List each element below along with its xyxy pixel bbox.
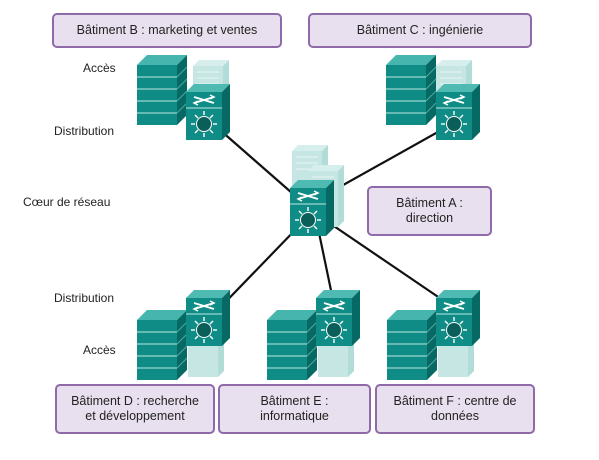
access-switch-icon (386, 309, 438, 381)
core-devices (289, 144, 345, 237)
building-d-devices (136, 289, 231, 381)
building-e-label: Bâtiment E : informatique (218, 384, 371, 434)
building-b-devices (136, 54, 231, 141)
multilayer-switch-icon (435, 83, 481, 141)
building-c-devices (385, 54, 481, 141)
multilayer-switch-icon (289, 179, 335, 237)
access-switch-icon (385, 54, 437, 126)
layer-label-access-top: Accès (83, 61, 116, 75)
access-switch-icon (266, 309, 318, 381)
multilayer-switch-icon (185, 289, 231, 347)
building-d-label: Bâtiment D : recherche et développement (55, 384, 215, 434)
access-switch-icon (136, 309, 188, 381)
link-core-building-f (324, 219, 451, 306)
multilayer-switch-icon (315, 289, 361, 347)
building-f-label: Bâtiment F : centre de données (375, 384, 535, 434)
link-core-building-b (219, 129, 301, 201)
access-switch-icon (136, 54, 188, 126)
building-b-label: Bâtiment B : marketing et ventes (52, 13, 282, 48)
building-e-devices (266, 289, 361, 381)
link-core-building-e (316, 227, 335, 301)
building-f-devices (386, 289, 481, 381)
building-a-label: Bâtiment A : direction (367, 186, 492, 236)
building-c-label: Bâtiment C : ingénierie (308, 13, 532, 48)
layer-label-core: Cœur de réseau (23, 195, 111, 209)
multilayer-switch-icon (185, 83, 231, 141)
layer-label-distribution-bottom: Distribution (54, 291, 115, 305)
multilayer-switch-icon (435, 289, 481, 347)
layer-label-distribution-top: Distribution (54, 124, 115, 138)
layer-label-access-bottom: Accès (83, 343, 116, 357)
